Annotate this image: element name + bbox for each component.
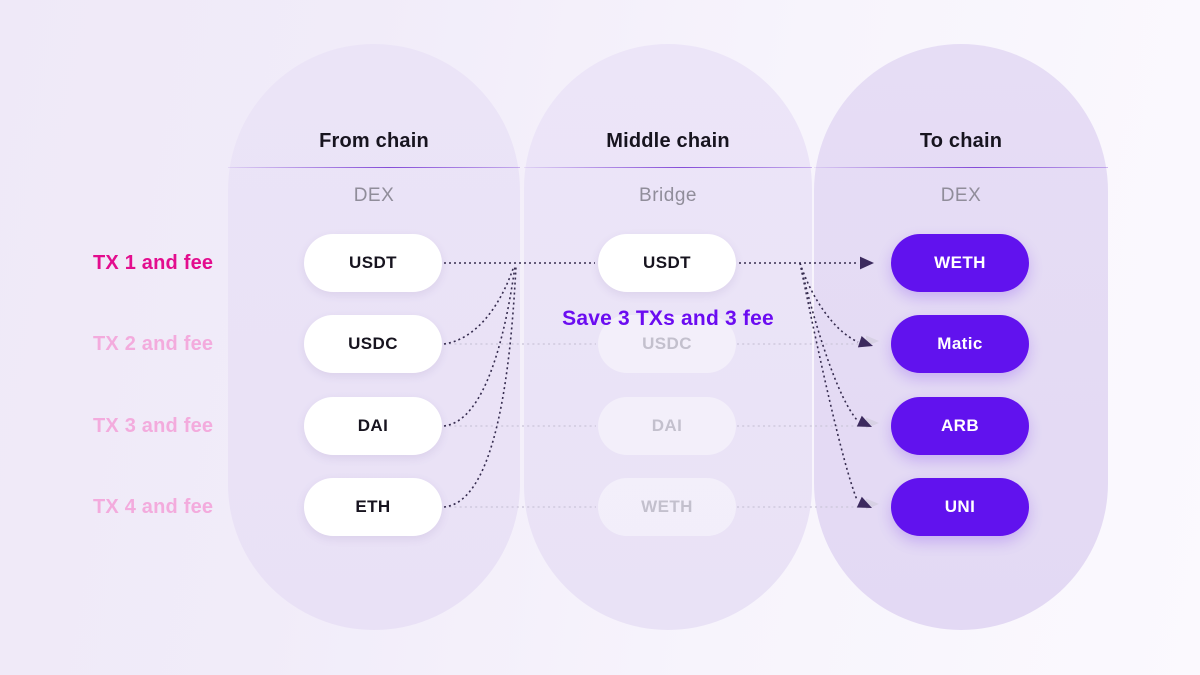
- middle-chain-header: Middle chain: [606, 130, 730, 152]
- pill-middle-weth: WETH: [598, 478, 736, 536]
- pill-from-eth: ETH: [304, 478, 442, 536]
- middle-chain-column: Bridge: [524, 44, 812, 630]
- tx-2-label: TX 2 and fee: [93, 333, 214, 355]
- to-chain-header: To chain: [919, 130, 1003, 152]
- to-chain-sublabel: DEX: [940, 185, 982, 206]
- from-chain-sublabel: DEX: [353, 185, 395, 206]
- pill-to-matic: Matic: [891, 315, 1029, 373]
- pill-to-arb: ARB: [891, 397, 1029, 455]
- save-annotation: Save 3 TXs and 3 fee: [562, 307, 774, 330]
- pill-middle-usdt: USDT: [598, 234, 736, 292]
- from-chain-underline: [228, 167, 520, 168]
- pill-middle-dai: DAI: [598, 397, 736, 455]
- pill-from-dai: DAI: [304, 397, 442, 455]
- pill-from-usdc: USDC: [304, 315, 442, 373]
- pill-from-usdt: USDT: [304, 234, 442, 292]
- tx-1-label: TX 1 and fee: [93, 252, 214, 274]
- pill-middle-usdc: USDC: [598, 315, 736, 373]
- tx-4-label: TX 4 and fee: [93, 496, 214, 518]
- pill-to-uni: UNI: [891, 478, 1029, 536]
- middle-chain-underline: [524, 167, 812, 168]
- tx-3-label: TX 3 and fee: [93, 415, 214, 437]
- middle-chain-sublabel: Bridge: [639, 185, 697, 206]
- to-chain-underline: [814, 167, 1108, 168]
- from-chain-header: From chain: [319, 130, 429, 152]
- pill-to-weth: WETH: [891, 234, 1029, 292]
